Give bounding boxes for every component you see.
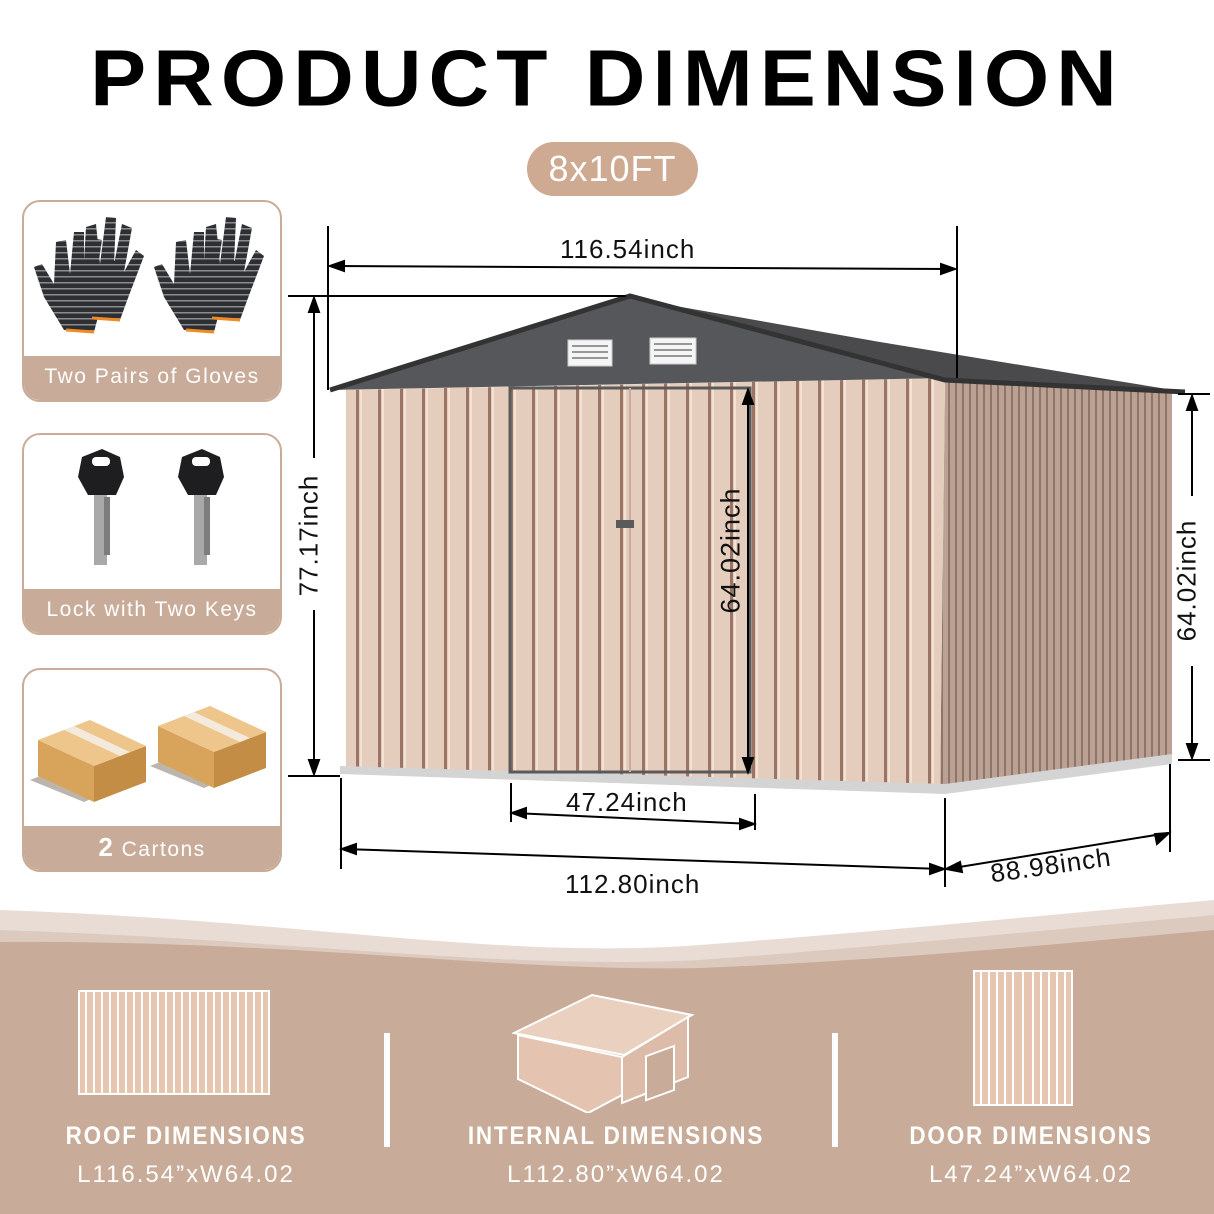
carton-boxes-icon [24, 670, 280, 826]
accessory-card-keys: Lock with Two Keys [22, 433, 282, 635]
base-length-label: 112.80inch [565, 869, 701, 899]
carton-count: 2 [98, 832, 115, 862]
accessory-card-gloves: Two Pairs of Gloves [22, 200, 282, 402]
accessory-label: Lock with Two Keys [24, 589, 280, 633]
side-height-label: 64.02inch [1171, 519, 1202, 642]
gloves-icon [24, 202, 280, 356]
feature-door: DOOR DIMENSIONS L47.24”xW64.02 [851, 1122, 1211, 1189]
accessory-card-cartons: 2 Cartons [22, 668, 282, 872]
feature-title: DOOR DIMENSIONS [909, 1122, 1153, 1150]
feature-roof: ROOF DIMENSIONS L116.54”xW64.02 [6, 1122, 366, 1189]
separator [384, 1033, 390, 1147]
feature-title: ROOF DIMENSIONS [65, 1122, 307, 1150]
shed-outline-icon [512, 993, 695, 1113]
feature-value: L47.24”xW64.02 [928, 1161, 1134, 1188]
door-lock-icon [616, 520, 634, 528]
separator [832, 1033, 838, 1147]
keys-icon [24, 435, 280, 589]
carton-label: Cartons [121, 838, 206, 861]
door-width-label: 47.24inch [566, 787, 688, 817]
size-badge: 8x10FT [527, 142, 698, 196]
door-height-label: 64.02inch [715, 487, 746, 614]
roof-panel-icon [78, 990, 270, 1095]
page-title: PRODUCT DIMENSION [90, 33, 1124, 123]
double-door-icon [973, 970, 1073, 1106]
feature-internal: INTERNAL DIMENSIONS L112.80”xW64.02 [436, 1122, 796, 1189]
feature-value: L116.54”xW64.02 [77, 1161, 295, 1188]
roof-width-label: 116.54inch [560, 234, 696, 264]
accessory-label: 2 Cartons [24, 826, 280, 870]
feature-value: L112.80”xW64.02 [507, 1161, 725, 1188]
feature-title: INTERNAL DIMENSIONS [467, 1122, 765, 1150]
shed-illustration [288, 226, 1210, 887]
accessory-label: Two Pairs of Gloves [24, 356, 280, 400]
total-height-label: 77.17inch [293, 474, 324, 597]
